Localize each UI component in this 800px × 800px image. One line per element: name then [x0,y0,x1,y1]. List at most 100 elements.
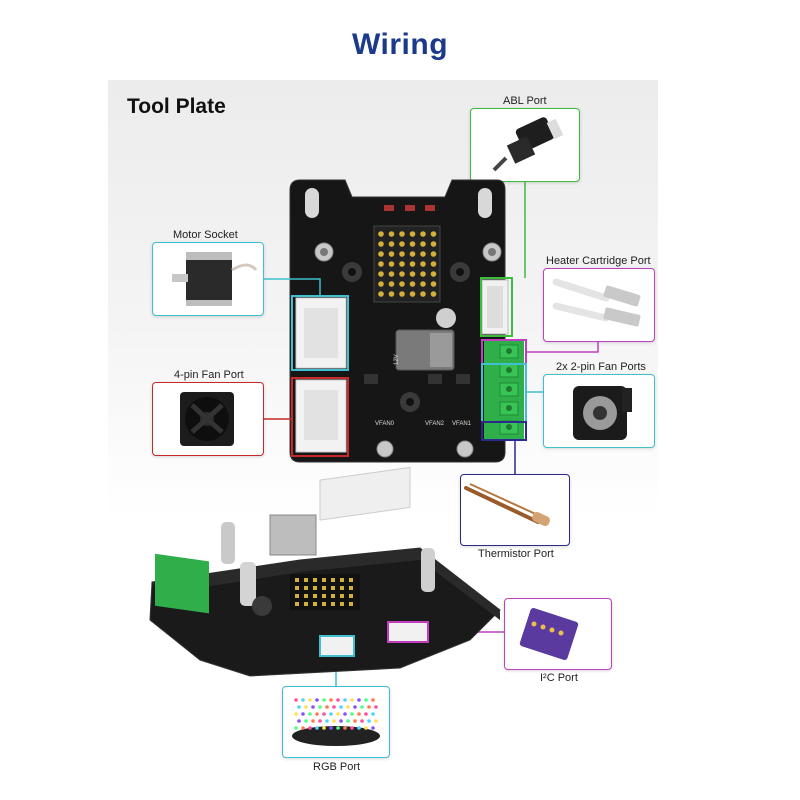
header-pin [399,291,405,297]
header-pin [378,291,384,297]
header-pin [295,586,299,590]
tool-plate-board-top: 12V VFAN0 VFAN2 VFAN1 [289,179,524,463]
rgb-led [346,705,350,709]
header-pin [349,578,353,582]
header-pin [399,251,405,257]
rgb-led [315,712,319,716]
rgb-led [336,726,340,730]
header-pin [388,231,395,237]
rgb-led [294,726,298,730]
rgb-led [350,726,354,730]
thermistor-port-label: Thermistor Port [478,548,554,560]
rgb-led [322,698,326,702]
rgb-led [297,705,301,709]
header-pin [409,261,416,267]
rgb-led [360,719,364,723]
heater-cartridge-label: Heater Cartridge Port [546,255,651,267]
i2c-port-label: I²C Port [540,672,578,684]
rgb-led [294,712,298,716]
header-pin [409,241,416,247]
board-label-vfan2: VFAN2 [425,421,445,427]
header-pin [340,602,344,606]
rgb-led [329,698,333,702]
header-pin [313,586,317,590]
header-pin [349,594,353,598]
rgb-led [336,712,340,716]
header-pin [349,586,353,590]
header-pin [331,602,335,606]
header-pin [331,594,335,598]
rgb-led [332,705,336,709]
header-pin [304,602,308,606]
rgb-led [318,705,322,709]
board-label-12v: 12V [394,354,400,365]
header-pin [409,291,416,297]
rgb-led [332,719,336,723]
rgb-led [329,726,333,730]
rgb-led [304,705,308,709]
rgb-led [343,712,347,716]
rgb-led [301,712,305,716]
header-pin [388,261,395,267]
rgb-led [371,698,375,702]
header-pin [420,231,426,237]
header-pin [378,241,384,247]
rgb-led [374,705,378,709]
rgb-led [308,726,312,730]
header-pin [430,241,437,247]
abl-port-label: ABL Port [503,95,547,107]
rgb-led [374,719,378,723]
header-pin [295,602,299,606]
rgb-led [294,698,298,702]
rgb-led [301,726,305,730]
i2c-pad [540,624,546,630]
thermistor-highlight [481,421,527,441]
rgb-led [297,719,301,723]
rgb-led [308,698,312,702]
rgb-led [371,712,375,716]
rgb-led [343,726,347,730]
rgb-led [318,719,322,723]
header-pin [399,261,405,267]
header-pin [430,251,437,257]
abl-highlight [480,277,513,337]
page-title: Wiring [351,28,449,61]
four-pin-fan-label: 4-pin Fan Port [174,369,244,381]
rgb-led [346,719,350,723]
header-pin [420,251,426,257]
header-pin [388,291,395,297]
board-label-vfan0: VFAN0 [375,421,395,427]
header-pin [322,578,326,582]
two-pin-fan-label: 2x 2-pin Fan Ports [556,361,646,373]
header-pin [409,231,416,237]
terminal-block-screws [499,344,519,435]
header-pin [420,281,426,287]
header-pin [388,251,395,257]
header-pin [313,602,317,606]
header-pin [430,231,437,237]
blower-fan-illustration [573,386,632,440]
header-pin [378,281,384,287]
header-pin [295,578,299,582]
abl-probe-illustration [492,117,564,172]
header-pin [409,251,416,257]
header-pin [430,261,437,267]
header-pin [378,271,384,277]
header-pin [313,594,317,598]
header-pin [420,271,426,277]
header-pin [378,261,384,267]
rgb-led [353,719,357,723]
rgb-led [339,719,343,723]
header-pin [349,602,353,606]
rgb-led [353,705,357,709]
header-pin [331,578,335,582]
rgb-led [311,719,315,723]
tool-plate-heading: Tool Plate [127,95,226,118]
header-pin [430,291,437,297]
header-pin [304,586,308,590]
board-label-vfan1: VFAN1 [452,421,472,427]
header-pin [420,291,426,297]
i2c-pad [549,627,555,633]
header-pin [420,241,426,247]
